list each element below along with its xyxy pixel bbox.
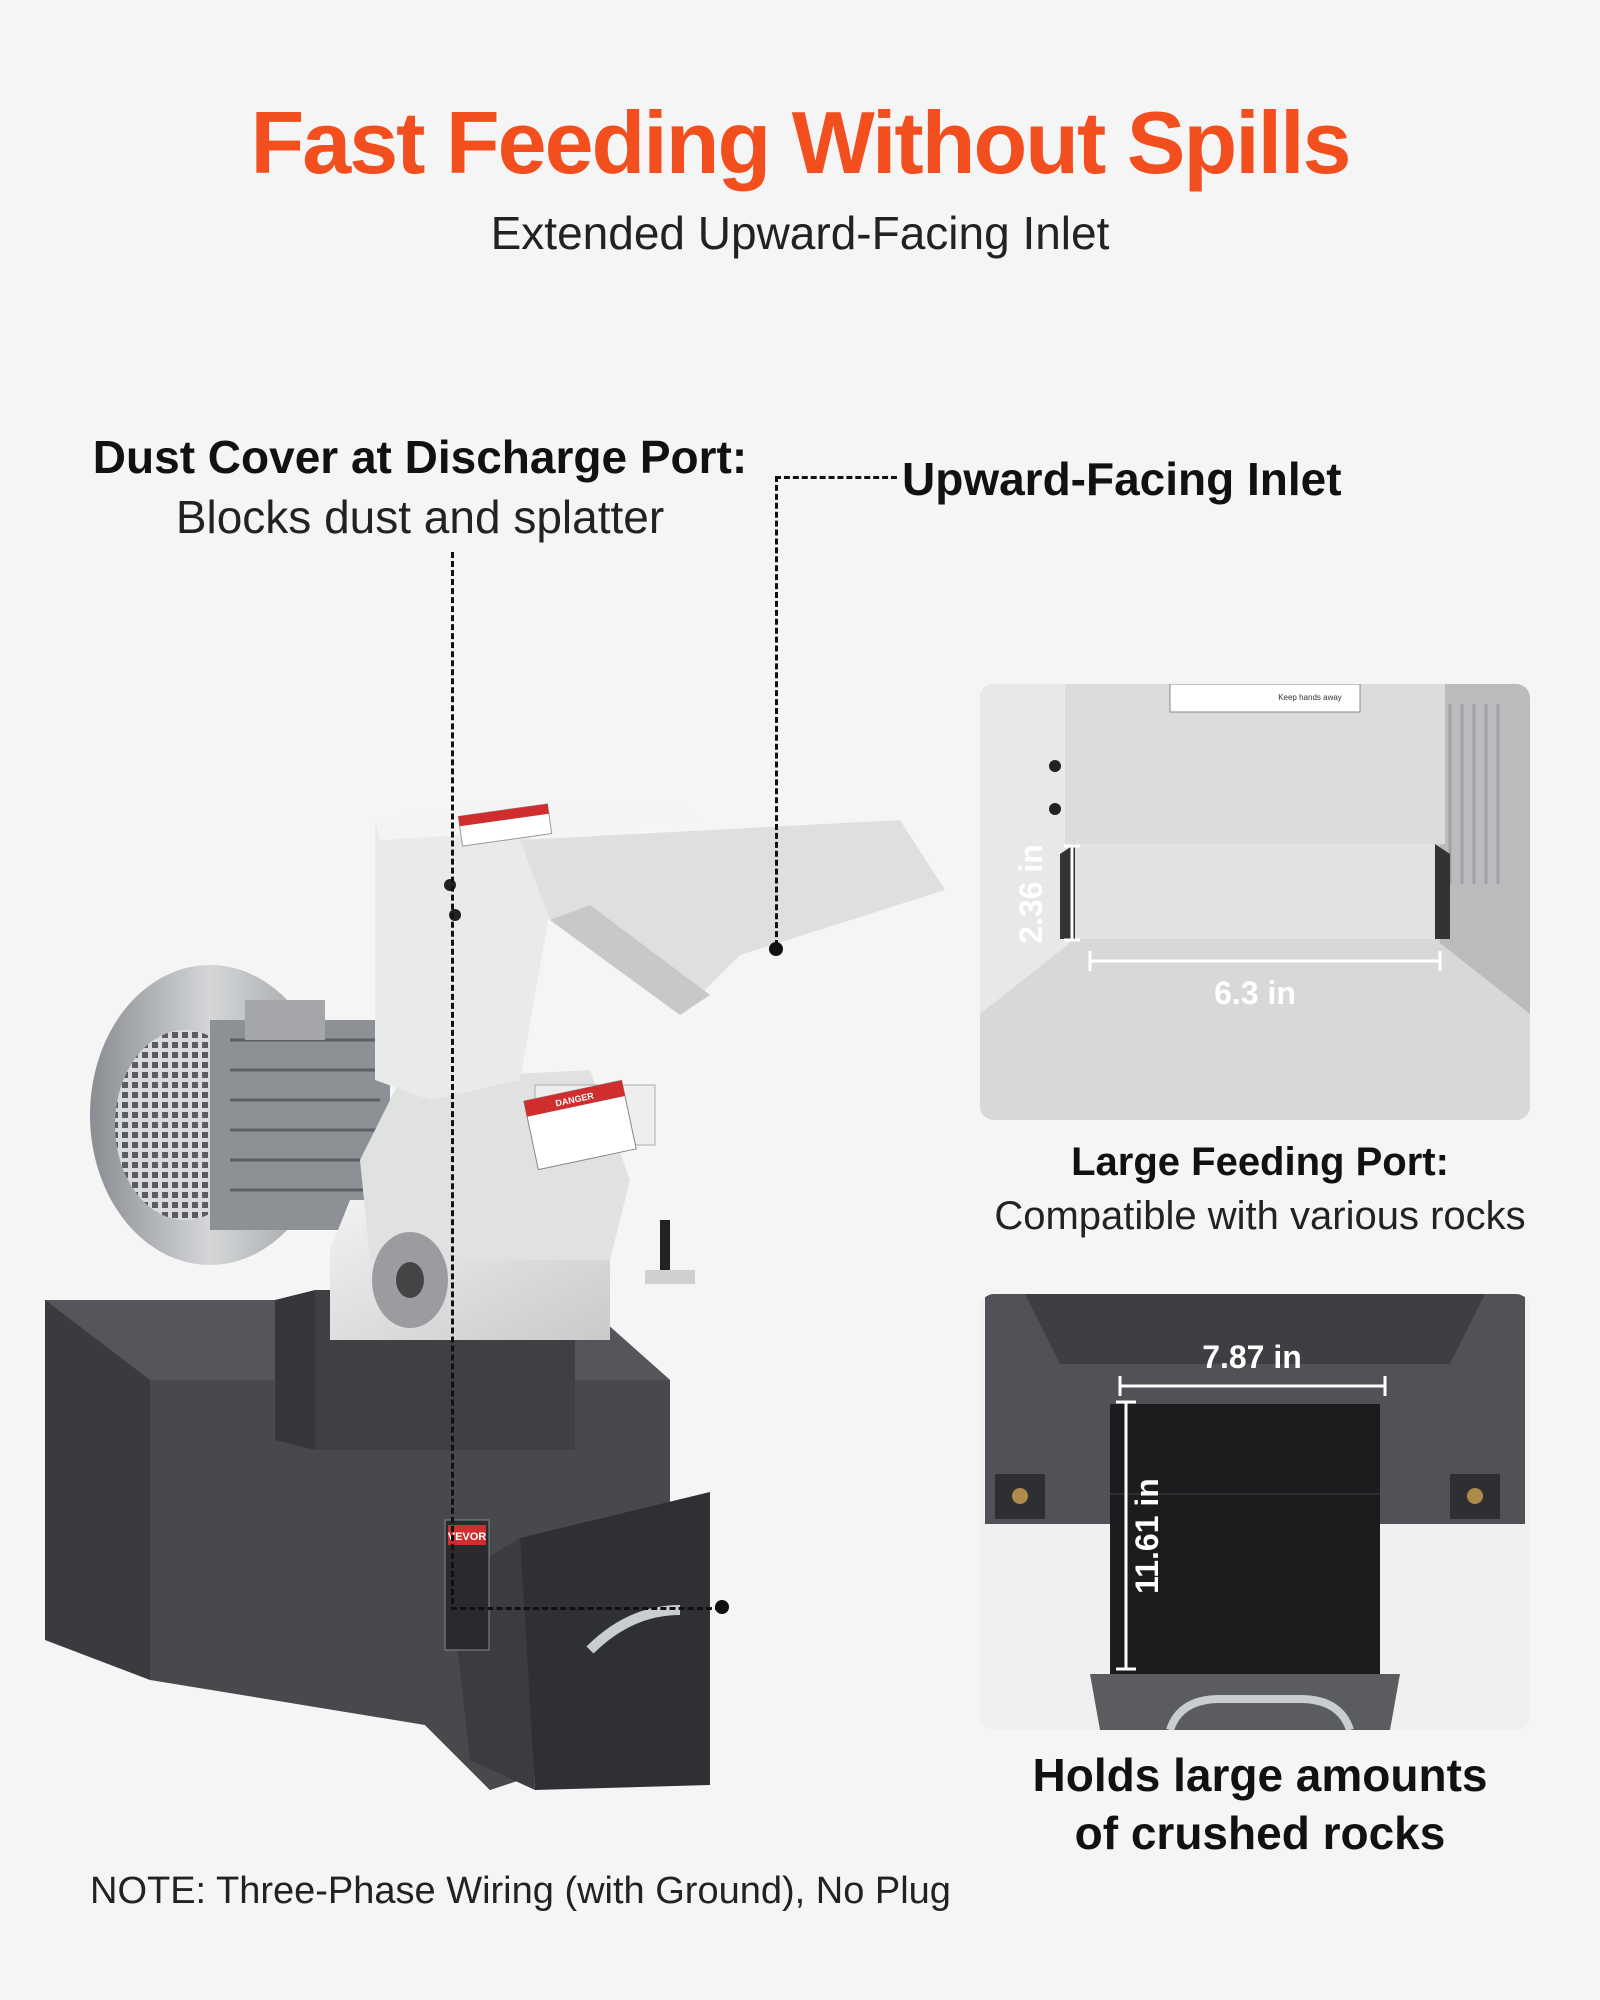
wiring-note: NOTE: Three-Phase Wiring (with Ground), … [90, 1870, 951, 1912]
page-title: Fast Feeding Without Spills [250, 93, 1352, 192]
drawer-width-label: 7.87 in [1202, 1339, 1302, 1375]
keep-hands-sticker: Keep hands away [1278, 693, 1342, 702]
inlet-title: Upward-Facing Inlet [902, 453, 1342, 505]
inlet-leader-dot [769, 942, 783, 956]
inlet-leader-vertical [775, 476, 778, 946]
feeding-port-inset: Keep hands away 2.36 in 6.3 in [980, 684, 1530, 1120]
drawer-caption-line2: of crushed rocks [1074, 1807, 1446, 1859]
dust-cover-desc: Blocks dust and splatter [175, 491, 665, 543]
dust-cover-leader-vertical [451, 552, 454, 1604]
feeding-port-height-label: 2.36 in [1013, 844, 1049, 944]
drawer-caption-line1: Holds large amounts [1032, 1749, 1488, 1801]
dust-cover-title: Dust Cover at Discharge Port: [92, 431, 748, 483]
brand-label: VEVOR [448, 1531, 487, 1543]
dust-cover-leader-horizontal [451, 1607, 721, 1610]
drawer-depth-label: 11.61 in [1129, 1478, 1165, 1594]
rock-crusher-illustration: VEVOR DANGER [45, 800, 945, 1790]
feeding-port-desc: Compatible with various rocks [994, 1194, 1526, 1238]
inlet-leader-horizontal [775, 476, 897, 479]
feeding-port-title: Large Feeding Port: [1071, 1140, 1449, 1184]
feeding-port-width-label: 6.3 in [1214, 975, 1296, 1011]
drawer-inset: 7.87 in 11.61 in [980, 1294, 1530, 1730]
dust-cover-leader-dot [715, 1600, 729, 1614]
page-subtitle: Extended Upward-Facing Inlet [490, 207, 1110, 259]
